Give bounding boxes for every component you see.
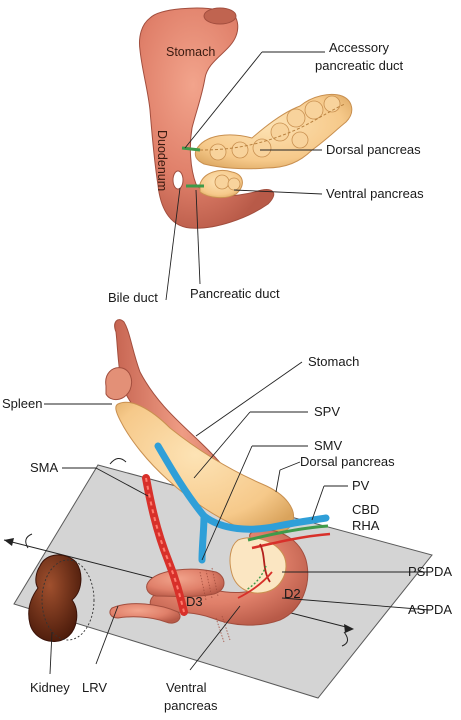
bottom-label-dorsal-pancreas: Dorsal pancreas: [300, 454, 395, 469]
top-label-ventral-pancreas: Ventral pancreas: [326, 186, 424, 201]
bottom-label-sma: SMA: [30, 460, 59, 475]
dotted-markers: [199, 567, 231, 643]
top-label-duodenum: Duodenum: [155, 130, 169, 191]
bottom-label-ventral-pancreas-line2: pancreas: [164, 698, 218, 713]
top-label-accessory-duct-line2: pancreatic duct: [315, 58, 404, 73]
bottom-d3-segment: [146, 568, 225, 597]
bottom-label-aspda: ASPDA: [408, 602, 452, 617]
top-label-dorsal-pancreas: Dorsal pancreas: [326, 142, 421, 157]
bottom-label-spv: SPV: [314, 404, 340, 419]
bottom-label-lrv: LRV: [82, 680, 107, 695]
bottom-jejunum-tail: [109, 603, 181, 624]
rotation-arrow-icon: [341, 631, 348, 647]
bottom-label-stomach: Stomach: [308, 354, 359, 369]
kidney-hidden-outline: [41, 559, 95, 641]
bottom-label-pv: PV: [352, 478, 370, 493]
bottom-label-cbd: CBD: [352, 502, 379, 517]
top-dorsal-pancreas: [194, 93, 353, 170]
bottom-label-kidney: Kidney: [30, 680, 70, 695]
pspda-vessel: [259, 543, 271, 583]
bottom-label-spleen: Spleen: [2, 396, 42, 411]
top-label-bile-duct: Bile duct: [108, 290, 158, 305]
top-label-accessory-duct-line1: Accessory: [329, 40, 389, 55]
top-label-stomach: Stomach: [166, 45, 215, 59]
bottom-label-d2: D2: [284, 586, 301, 601]
rha-vessel: [251, 532, 331, 550]
smv-vessel: [198, 512, 208, 564]
bottom-ventral-pancreas: [229, 537, 287, 594]
top-label-pancreatic-duct: Pancreatic duct: [190, 286, 280, 301]
duodenal-papilla: [172, 170, 184, 190]
rotation-arrow-icon: [109, 458, 127, 465]
top-diagram: Stomach Duodenum Accessory pancreatic du…: [108, 7, 424, 305]
aspda-vessel: [245, 565, 267, 591]
rotation-arrow-icon: [25, 533, 33, 549]
bottom-label-ventral-pancreas-line1: Ventral: [166, 680, 207, 695]
bottom-diagram: Stomach Spleen SPV SMV Dorsal pancreas S…: [2, 319, 452, 713]
bottom-label-rha: RHA: [352, 518, 380, 533]
cbd-vessel: [247, 524, 329, 542]
top-ventral-pancreas: [199, 170, 243, 199]
top-stomach-duodenum-shape: [139, 7, 275, 229]
bottom-label-d3: D3: [186, 594, 203, 609]
spv-vessel: [154, 442, 330, 533]
spleen-shape: [105, 367, 133, 400]
top-accessory-duct: [181, 146, 201, 152]
bottom-label-pspda: PSPDA: [408, 564, 452, 579]
top-stomach-opening: [203, 7, 237, 25]
bottom-label-smv: SMV: [314, 438, 343, 453]
